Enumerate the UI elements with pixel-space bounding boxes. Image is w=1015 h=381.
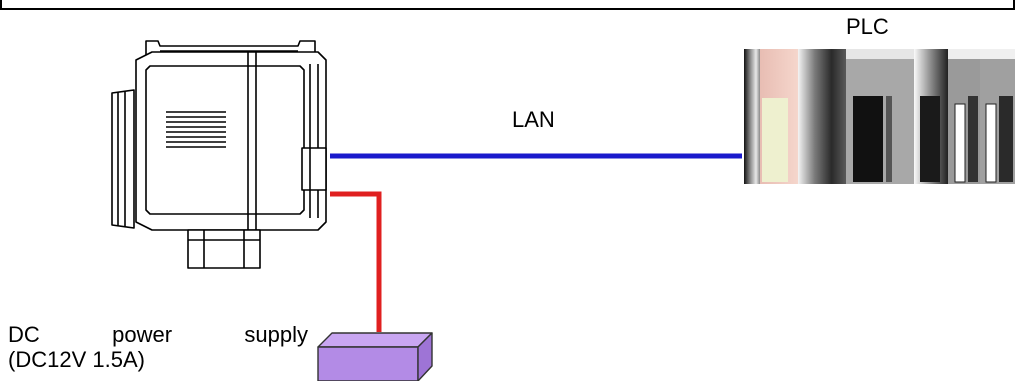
plc-label: PLC: [846, 14, 889, 39]
power-cable: [330, 191, 382, 332]
plc-rack-icon: [744, 49, 1015, 184]
power-supply-word-power: power: [112, 322, 173, 347]
power-supply-icon: [317, 332, 433, 381]
camera-icon: [111, 40, 327, 269]
power-supply-spec: (DC12V 1.5A): [8, 347, 145, 372]
power-supply-word-dc: DC: [8, 322, 40, 347]
lan-label: LAN: [512, 107, 555, 132]
power-supply-label-line1: DC power supply: [8, 323, 308, 347]
top-frame: [0, 0, 1015, 10]
power-supply-word-supply: supply: [244, 322, 308, 347]
